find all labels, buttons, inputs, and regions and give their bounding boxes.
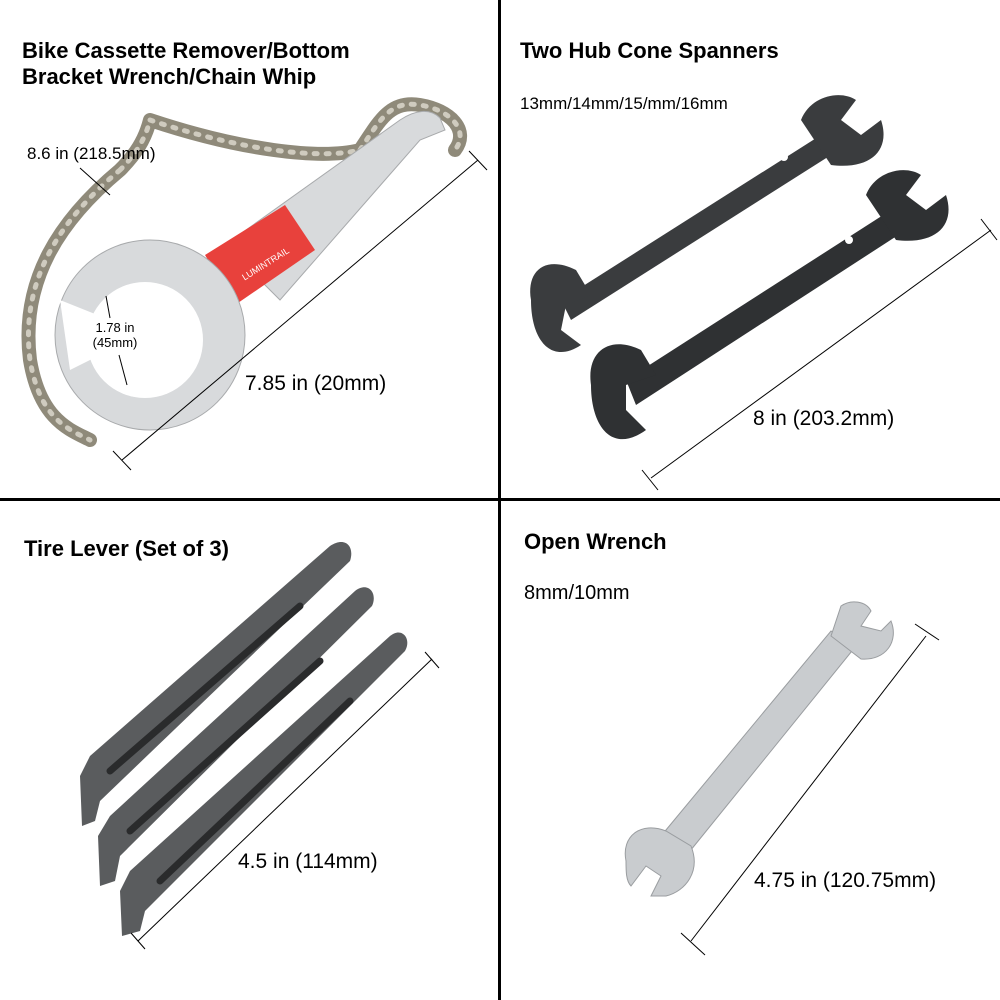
open-wrench-sizes: 8mm/10mm [524, 582, 630, 604]
tire-lever-1 [80, 541, 352, 826]
tire-levers-illustration [80, 541, 440, 950]
cassette-tool-length-label: 7.85 in (20mm) [245, 372, 387, 395]
tire-levers-title: Tire Lever (Set of 3) [24, 536, 229, 561]
panel-hub-cone-spanners: Two Hub Cone Spanners 13mm/14mm/15/mm/16… [501, 0, 1000, 499]
open-wrench [624, 601, 894, 897]
chain-whip-chain [21, 97, 467, 447]
cone-spanner-2 [590, 170, 949, 440]
hub-cone-spanners-illustration [530, 95, 998, 491]
cone-spanner-1 [530, 95, 884, 353]
horizontal-divider [0, 498, 1000, 501]
open-wrench-title: Open Wrench [524, 529, 667, 554]
hub-cone-spanners-title: Two Hub Cone Spanners [520, 38, 779, 63]
cassette-tool-title: Bike Cassette Remover/Bottom Bracket Wre… [22, 38, 350, 89]
inner-diameter-label: 1.78 in (45mm) [92, 320, 138, 350]
hub-cone-spanner-sizes: 13mm/14mm/15/mm/16mm [520, 94, 728, 113]
open-wrench-length-label: 4.75 in (120.75mm) [754, 869, 937, 892]
panel-tire-levers: Tire Lever (Set of 3) 4.5 in (114mm) [0, 501, 499, 1000]
red-grip [205, 205, 315, 305]
panel-cassette-tool: LUMINTRAIL Bike Cassette Remover/Bottom … [0, 0, 499, 499]
panel-open-wrench: Open Wrench 8mm/10mm 4.75 in (120.75mm) [501, 501, 1000, 1000]
cassette-tool-illustration: LUMINTRAIL [21, 97, 488, 471]
hub-cone-spanners-length-label: 8 in (203.2mm) [753, 407, 895, 430]
chain-length-label: 8.6 in (218.5mm) [27, 144, 156, 163]
open-wrench-illustration [624, 601, 940, 956]
tire-lever-3 [120, 632, 408, 936]
tire-lever-2 [98, 587, 374, 886]
tire-levers-length-label: 4.5 in (114mm) [238, 850, 378, 873]
